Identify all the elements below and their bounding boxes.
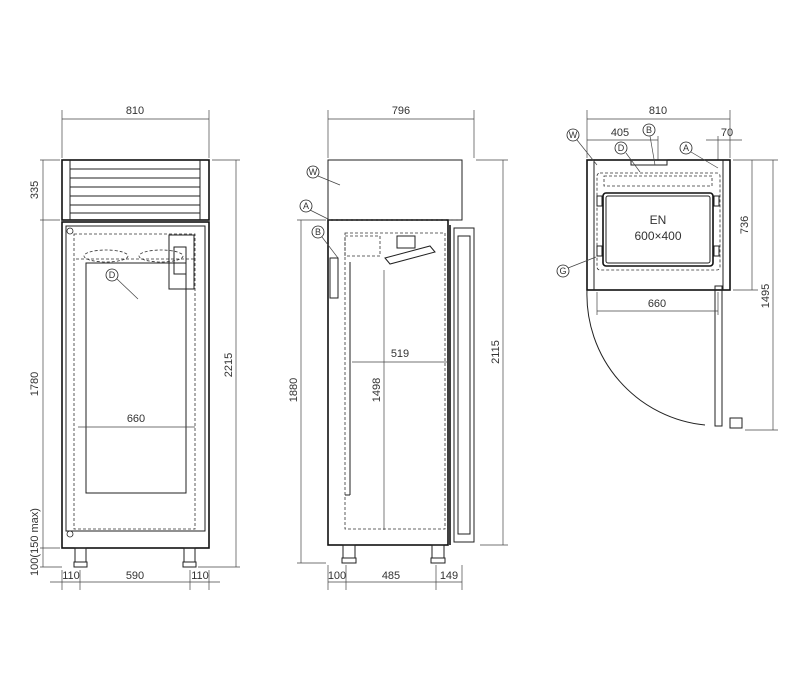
side-handle	[329, 257, 339, 299]
svg-text:1495: 1495	[760, 284, 772, 308]
leg	[342, 544, 356, 559]
evaporator-fan-1	[83, 249, 129, 263]
top-height-label: 335	[29, 181, 41, 199]
side-top-unit	[327, 159, 463, 221]
callout-b	[311, 225, 325, 239]
svg-text:W: W	[309, 167, 318, 177]
front-width-label: 810	[126, 105, 144, 117]
svg-text:B: B	[646, 125, 652, 135]
leg	[74, 547, 87, 563]
callout-d	[614, 141, 628, 155]
svg-text:519: 519	[391, 348, 409, 360]
svg-text:110: 110	[62, 570, 80, 582]
component-b	[630, 159, 668, 166]
gastronorm-tray	[602, 192, 714, 267]
svg-text:1498: 1498	[371, 378, 383, 402]
callout-d	[105, 268, 119, 282]
evaporator-fan-2	[138, 249, 184, 263]
body-height-label: 1780	[29, 372, 41, 396]
louvers	[70, 168, 200, 214]
svg-text:G: G	[559, 266, 566, 276]
callout-a	[299, 199, 313, 213]
tray-standard-label: EN	[650, 213, 667, 227]
svg-text:W: W	[569, 130, 578, 140]
svg-text:810: 810	[649, 105, 667, 117]
callout-b	[642, 123, 656, 137]
svg-text:149: 149	[440, 570, 458, 582]
feet-height-label: 100(150 max)	[29, 508, 41, 576]
hinge-top	[66, 227, 74, 235]
svg-text:B: B	[315, 227, 321, 237]
svg-text:660: 660	[127, 413, 145, 425]
svg-text:A: A	[683, 143, 689, 153]
svg-text:A: A	[303, 201, 309, 211]
callout-w	[306, 165, 320, 179]
svg-text:590: 590	[126, 570, 144, 582]
svg-text:100: 100	[328, 570, 346, 582]
svg-text:660: 660	[648, 298, 666, 310]
side-view: 796 W A B 519 1498 1880	[288, 105, 508, 590]
svg-text:736: 736	[739, 216, 751, 234]
svg-text:D: D	[109, 270, 116, 280]
door-glass	[85, 262, 187, 494]
tray-size-label: 600×400	[634, 229, 681, 243]
side-cabinet	[327, 219, 449, 546]
svg-text:405: 405	[611, 127, 629, 139]
front-cabinet	[61, 221, 210, 549]
control-panel	[168, 234, 195, 290]
evaporator	[344, 235, 381, 257]
condensing-unit-housing	[61, 159, 210, 221]
svg-text:485: 485	[382, 570, 400, 582]
svg-text:2115: 2115	[490, 340, 502, 364]
door-swing-arc	[586, 289, 706, 426]
callout-g	[556, 264, 570, 278]
total-height-label: 2215	[223, 353, 235, 377]
callout-a	[679, 141, 693, 155]
top-view: 810 405 70 EN 600×400 W B D A G	[556, 105, 778, 431]
svg-text:D: D	[618, 143, 625, 153]
top-door-handle	[729, 417, 743, 429]
fan-assembly	[384, 245, 436, 265]
hinge-bottom	[66, 530, 74, 538]
front-view: 810 D 660 335 1780	[29, 105, 240, 590]
front-door	[65, 225, 206, 532]
side-door	[453, 227, 475, 543]
svg-text:70: 70	[721, 127, 733, 139]
leg	[431, 544, 445, 559]
svg-text:110: 110	[191, 570, 209, 582]
svg-text:796: 796	[392, 105, 410, 117]
leg	[183, 547, 196, 563]
callout-w	[566, 128, 580, 142]
top-door	[714, 285, 723, 427]
svg-text:1880: 1880	[288, 378, 300, 402]
